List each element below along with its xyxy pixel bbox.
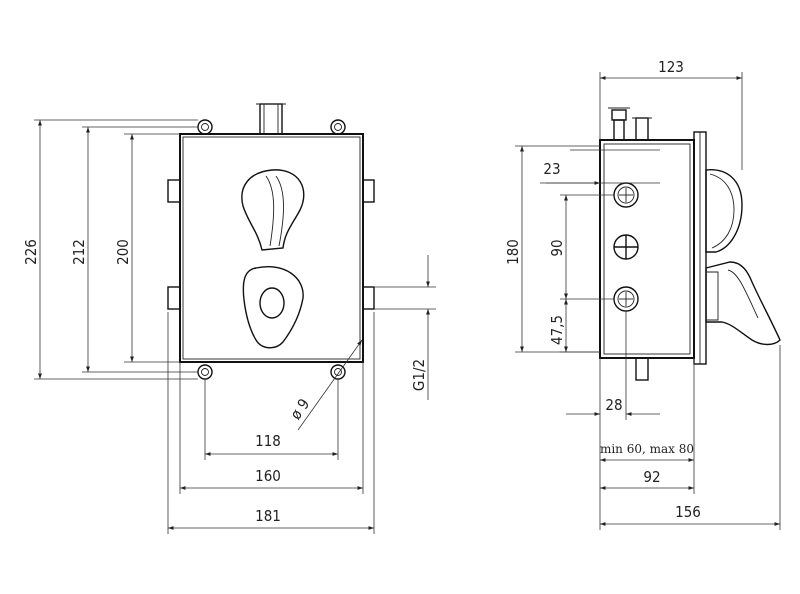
port-screw-upper-icon bbox=[613, 182, 639, 208]
front-view: 226 212 200 118 160 181 G1/2 ø 9 bbox=[22, 103, 436, 534]
side-body bbox=[599, 139, 695, 359]
dim-depth-92: 92 bbox=[643, 468, 660, 486]
upper-knob-icon bbox=[241, 169, 305, 251]
port-cross-middle-icon bbox=[613, 234, 639, 260]
dim-width-118: 118 bbox=[255, 432, 281, 450]
dim-depth-123: 123 bbox=[658, 58, 684, 76]
dim-height-180: 180 bbox=[504, 239, 522, 265]
dim-offset-47-5: 47,5 bbox=[548, 315, 566, 345]
side-lever-icon bbox=[705, 261, 781, 346]
dim-spacing-90: 90 bbox=[548, 239, 566, 256]
dim-offset-28: 28 bbox=[605, 396, 622, 414]
dim-install-depth: min 60, max 80 bbox=[600, 442, 694, 456]
top-connection bbox=[259, 103, 283, 135]
dim-hole-diameter: ø 9 bbox=[286, 395, 313, 423]
dim-width-181: 181 bbox=[255, 507, 281, 525]
dim-offset-23: 23 bbox=[543, 160, 560, 178]
front-body bbox=[179, 133, 364, 363]
top-fittings bbox=[608, 107, 652, 141]
side-knob-icon bbox=[705, 169, 743, 253]
lower-lever-icon bbox=[242, 266, 304, 349]
dim-height-212: 212 bbox=[70, 239, 88, 265]
dim-total-height: 226 bbox=[22, 239, 40, 265]
dim-width-160: 160 bbox=[255, 467, 281, 485]
dim-total-depth: 156 bbox=[675, 503, 701, 521]
dim-thread: G1/2 bbox=[410, 359, 428, 391]
port-screw-lower-icon bbox=[613, 286, 639, 312]
side-view: 123 23 180 90 47,5 28 min 60, max 80 bbox=[504, 58, 781, 530]
bottom-connection bbox=[635, 357, 649, 381]
dim-height-200: 200 bbox=[114, 239, 132, 265]
